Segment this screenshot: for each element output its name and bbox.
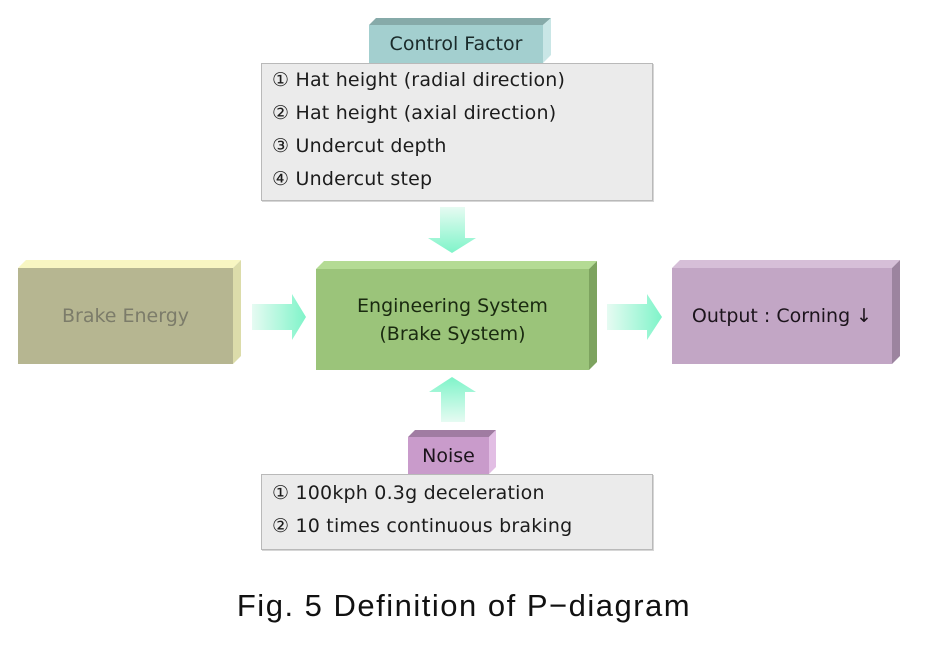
output-label: Output : Corning ↓ [672, 268, 892, 364]
control-factor-item: ④ Undercut step [272, 168, 433, 190]
arrow-control-to-system [428, 207, 476, 253]
arrow-input-to-system [252, 294, 306, 340]
control-factor-label: Control Factor [369, 25, 543, 63]
noise-list: ① 100kph 0.3g deceleration ② 10 times co… [261, 474, 653, 550]
arrow-system-to-output [607, 294, 662, 340]
arrow-noise-to-system [429, 377, 476, 422]
control-factor-item: ① Hat height (radial direction) [272, 69, 566, 91]
figure-caption: Fig. 5 Definition of P−diagram [236, 588, 692, 623]
noise-label: Noise [408, 437, 489, 474]
control-factor-list: ① Hat height (radial direction) ② Hat he… [261, 63, 653, 201]
control-factor-item: ② Hat height (axial direction) [272, 102, 557, 124]
input-label: Brake Energy [18, 268, 233, 364]
noise-item: ② 10 times continuous braking [272, 515, 573, 537]
system-label-line1: Engineering System [357, 294, 548, 317]
control-factor-item: ③ Undercut depth [272, 135, 447, 157]
noise-item: ① 100kph 0.3g deceleration [272, 482, 545, 504]
system-label-line2: (Brake System) [379, 322, 526, 345]
